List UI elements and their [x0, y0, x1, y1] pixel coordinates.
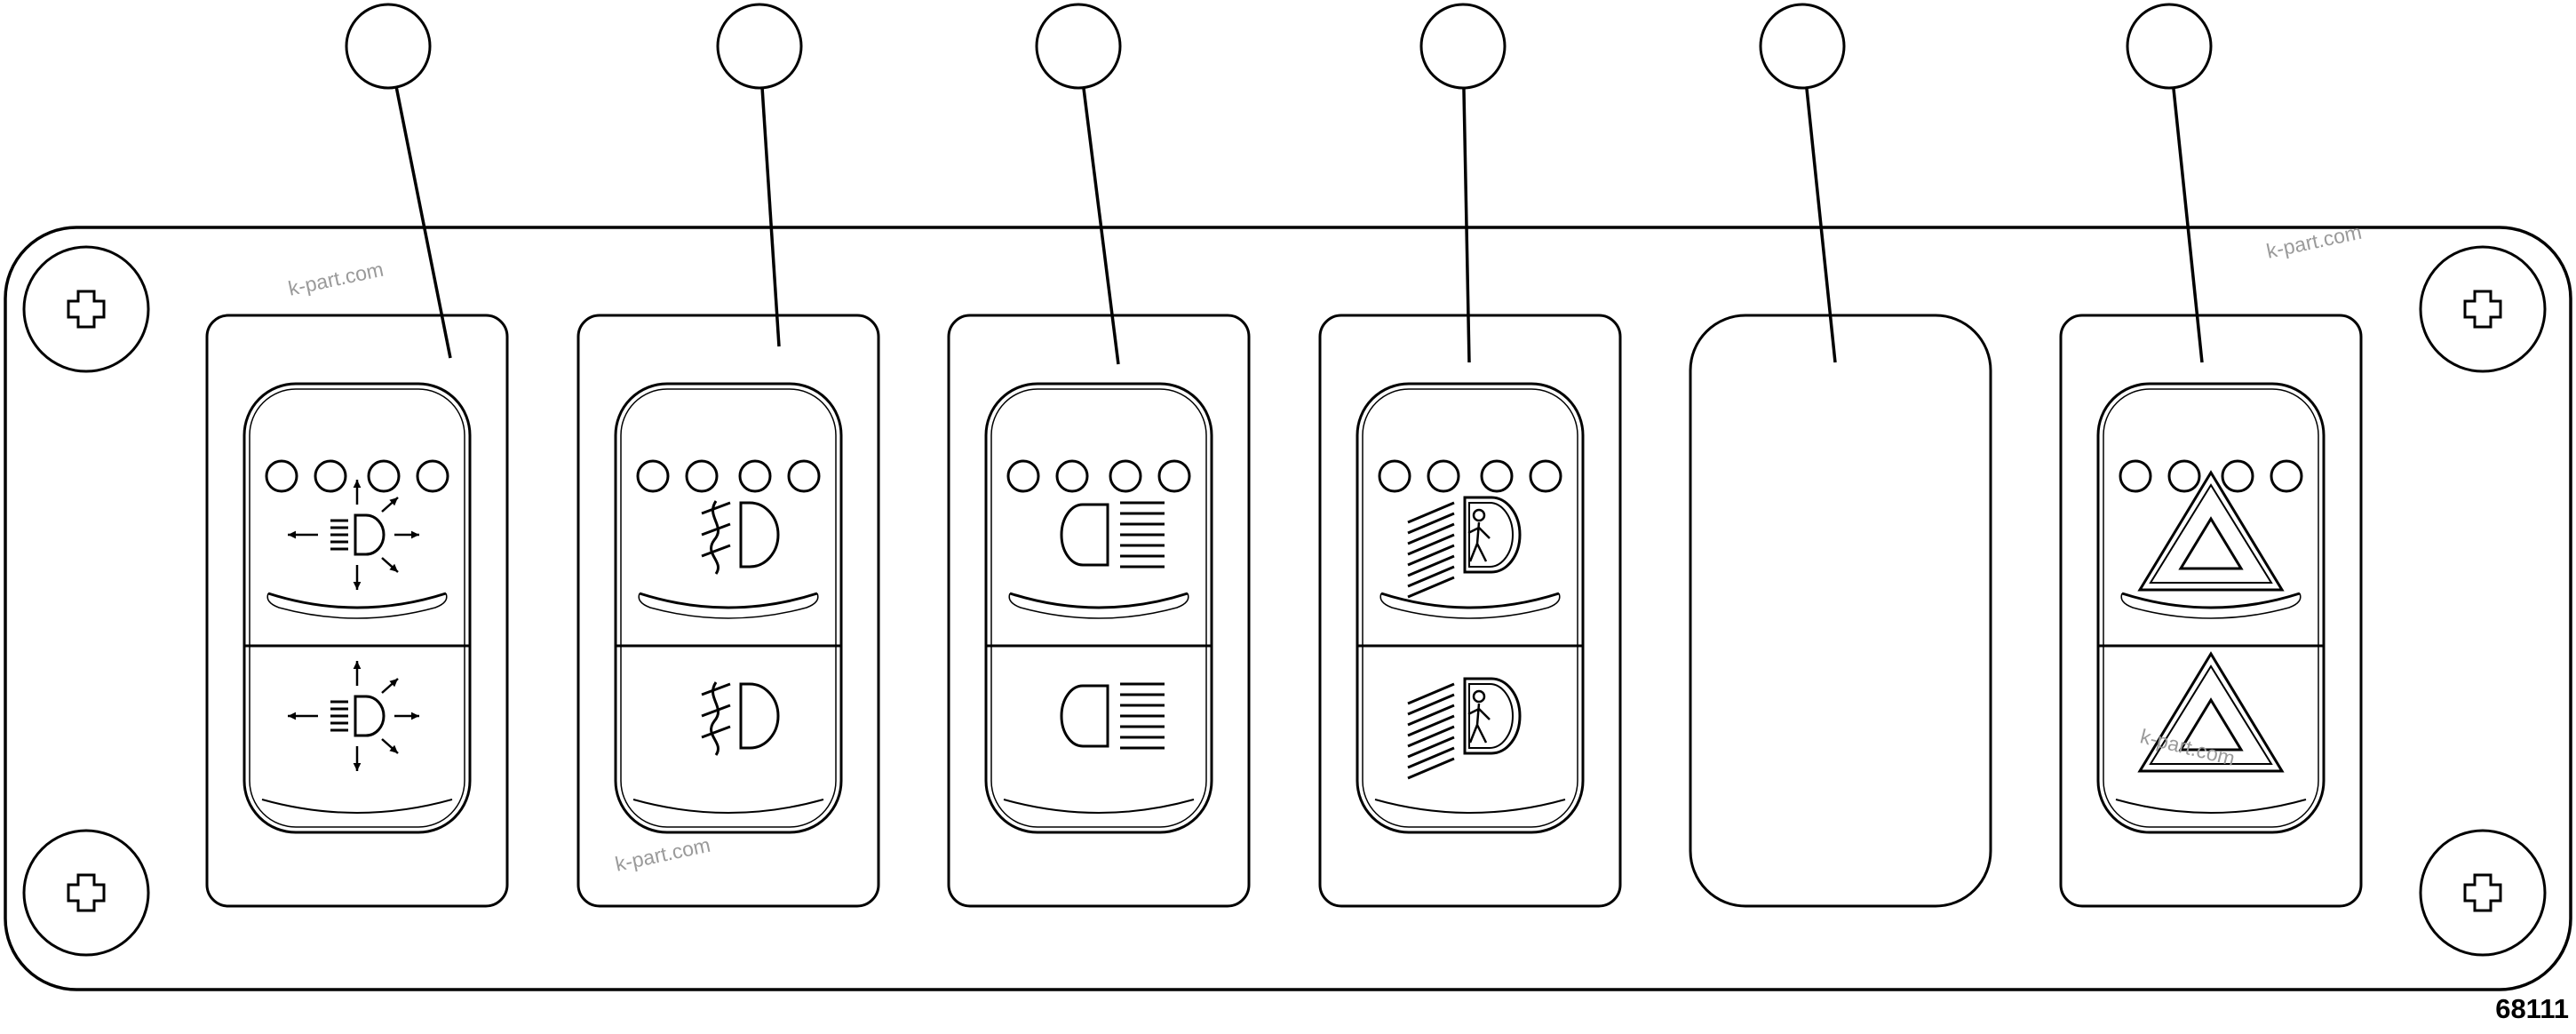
callout-5: [1759, 3, 1846, 363]
callout-3: [1035, 3, 1122, 365]
fog-light-icon: [701, 681, 780, 756]
callout-2: [716, 3, 803, 347]
rocker-ridge: [267, 592, 447, 609]
rocker-outline: [984, 382, 1213, 834]
high-beam-icon: [1060, 682, 1165, 750]
callout-bubble: [1759, 3, 1846, 90]
fog-light-icon: [701, 500, 780, 575]
indicator-led: [1378, 459, 1411, 493]
rocker-switch-fog-lights: [614, 382, 843, 834]
rocker-switch-high-beam: [984, 382, 1213, 834]
hazard-warning-icon: [2137, 470, 2285, 592]
indicator-led: [1157, 459, 1191, 493]
switch-bezel-pedestrian-light: [1318, 314, 1622, 908]
screw-top-right: [2419, 245, 2547, 373]
leader-line: [1462, 87, 1471, 363]
indicator-led: [787, 459, 821, 493]
rocker-switch-pedestrian-light: [1356, 382, 1585, 834]
figure-number: 68111: [2495, 993, 2569, 1024]
switch-bezel-blank: [1689, 314, 1992, 908]
callout-6: [2126, 3, 2213, 363]
indicator-led: [2270, 459, 2303, 493]
indicator-led: [636, 459, 670, 493]
switch-bezel-frame: [1689, 314, 1992, 908]
screw-bottom-right: [2419, 829, 2547, 957]
screw-cross-icon: [67, 873, 106, 912]
rocker-ridge: [1009, 592, 1189, 609]
hazard-warning-icon: [2137, 651, 2285, 773]
indicator-led: [1480, 459, 1514, 493]
switch-bezel-hazard: [2059, 314, 2363, 908]
leader-line: [394, 86, 452, 359]
pedestrian-light-icon: [1407, 496, 1522, 599]
rocker-ridge: [1380, 592, 1560, 609]
switch-bezel-frame: [2059, 314, 2363, 908]
rocker-switch-hazard: [2096, 382, 2326, 834]
indicator-led: [416, 459, 449, 493]
rocker-outline: [2096, 382, 2326, 834]
switch-bezel-work-lights: [205, 314, 509, 908]
screw-top-left: [22, 245, 150, 373]
work-light-icon: [288, 661, 419, 771]
leader-line: [760, 87, 781, 347]
switch-bezel-frame: [205, 314, 509, 908]
indicator-led: [1006, 459, 1040, 493]
switch-bezel-fog-lights: [576, 314, 880, 908]
work-light-icon: [288, 480, 419, 590]
callout-bubble: [1419, 3, 1507, 90]
leader-line: [1805, 87, 1837, 363]
callout-bubble: [2126, 3, 2213, 90]
callout-1: [345, 3, 452, 359]
switch-bezel-frame: [947, 314, 1251, 908]
indicator-led: [314, 459, 347, 493]
high-beam-icon: [1060, 501, 1165, 569]
indicator-led: [265, 459, 298, 493]
switch-bezel-frame: [1318, 314, 1622, 908]
callout-bubble: [716, 3, 803, 90]
rocker-outline: [1356, 382, 1585, 834]
pedestrian-light-icon: [1407, 677, 1522, 780]
leader-line: [1082, 87, 1120, 365]
switch-bezel-high-beam: [947, 314, 1251, 908]
indicator-led: [367, 459, 401, 493]
rocker-ridge: [639, 592, 818, 609]
screw-bottom-left: [22, 829, 150, 957]
indicator-led: [1529, 459, 1562, 493]
indicator-led: [2221, 459, 2254, 493]
rocker-outline: [614, 382, 843, 834]
callout-bubble: [1035, 3, 1122, 90]
switch-bezel-frame: [576, 314, 880, 908]
rocker-switch-work-lights: [242, 382, 472, 834]
rocker-outline: [242, 382, 472, 834]
screw-cross-icon: [2463, 290, 2502, 329]
callout-bubble: [345, 3, 432, 90]
rocker-ridge: [2121, 592, 2301, 609]
screw-cross-icon: [2463, 873, 2502, 912]
indicator-led: [2119, 459, 2152, 493]
indicator-led: [1427, 459, 1460, 493]
panel-outer-plate: [4, 226, 2572, 991]
indicator-led: [1055, 459, 1089, 493]
indicator-led: [2167, 459, 2201, 493]
screw-cross-icon: [67, 290, 106, 329]
leader-line: [2172, 87, 2204, 363]
indicator-led: [685, 459, 719, 493]
indicator-led: [738, 459, 772, 493]
callout-4: [1419, 3, 1507, 363]
indicator-led: [1109, 459, 1142, 493]
